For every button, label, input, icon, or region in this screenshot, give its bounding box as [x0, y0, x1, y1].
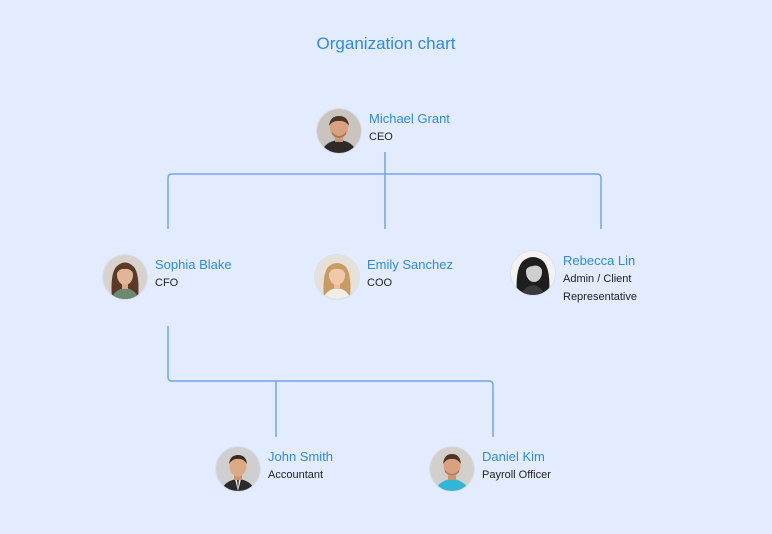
man-portrait-icon: [317, 109, 361, 153]
node-ceo[interactable]: Michael Grant CEO: [317, 109, 450, 153]
accountant-role: Accountant: [268, 469, 324, 481]
ceo-name: Michael Grant: [369, 111, 450, 126]
accountant-name: John Smith: [268, 449, 334, 464]
admin-role: Admin / Client Representative: [563, 273, 637, 303]
payroll-name: Daniel Kim: [482, 449, 545, 464]
node-cfo[interactable]: Sophia Blake CFO: [103, 255, 232, 299]
ceo-role: CEO: [369, 131, 393, 143]
coo-name: Emily Sanchez: [367, 257, 453, 272]
woman-portrait-icon: [315, 255, 359, 299]
coo-role: COO: [367, 277, 393, 289]
payroll-role: Payroll Officer: [482, 469, 551, 481]
woman-portrait-icon: [103, 255, 147, 299]
connector-cfo-bus: [167, 326, 494, 437]
cfo-name: Sophia Blake: [155, 257, 232, 272]
woman-portrait-icon: [511, 251, 555, 295]
node-coo[interactable]: Emily Sanchez COO: [315, 255, 453, 299]
admin-name: Rebecca Lin: [563, 253, 636, 268]
node-admin[interactable]: Rebecca Lin Admin / Client Representativ…: [511, 251, 659, 306]
cfo-role: CFO: [155, 277, 179, 289]
chart-title: Organization chart: [316, 34, 456, 53]
man-portrait-icon: [216, 447, 260, 491]
node-payroll[interactable]: Daniel Kim Payroll Officer: [430, 447, 551, 491]
man-portrait-icon: [430, 447, 474, 491]
node-accountant[interactable]: John Smith Accountant: [216, 447, 333, 491]
